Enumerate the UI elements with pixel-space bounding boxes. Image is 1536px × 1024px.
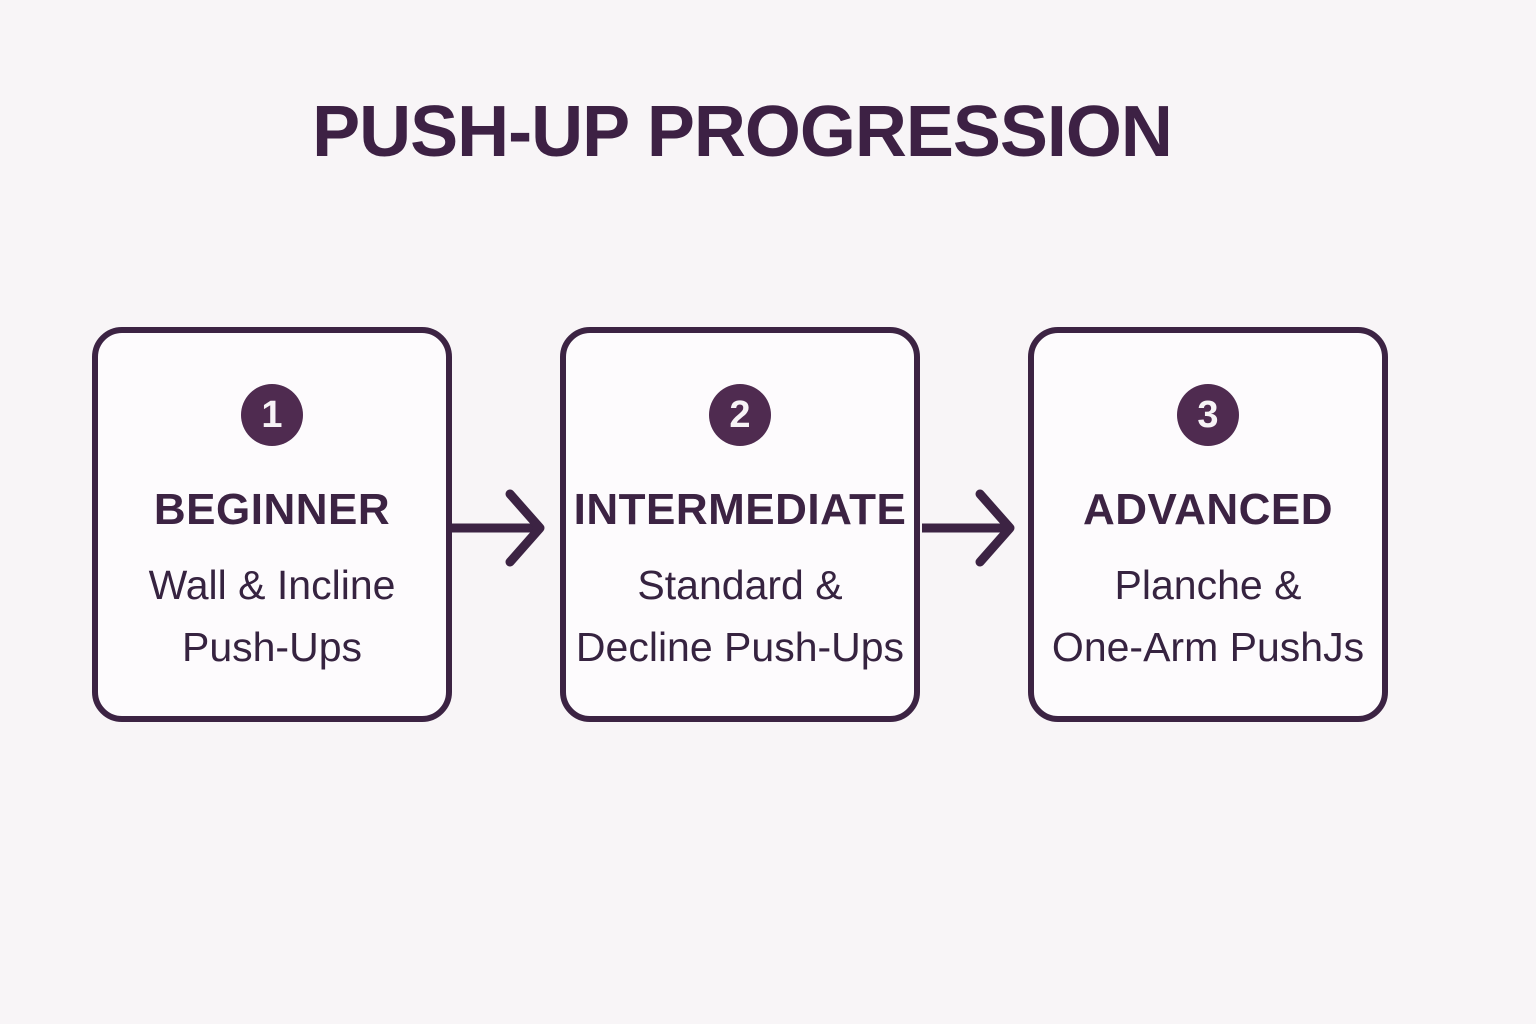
step-description-line: Push-Ups: [181, 624, 362, 670]
step-description-line: Planche &: [1114, 562, 1302, 608]
step-number-badge: 3: [1177, 384, 1239, 446]
step-description-line: Decline Push-Ups: [575, 624, 905, 670]
step-number: 3: [1197, 394, 1219, 436]
arrow-right-icon: [922, 489, 1015, 567]
step-description-line: Wall & Incline: [148, 562, 396, 608]
step-description: Wall & Incline Push-Ups: [149, 554, 396, 678]
step-description: Planche & One-Arm PushJs: [1052, 554, 1364, 678]
step-number-badge: 1: [241, 384, 303, 446]
step-level-title: INTERMEDIATE: [573, 485, 907, 534]
step-number-badge: 2: [709, 384, 771, 446]
step-level-title: BEGINNER: [153, 485, 391, 534]
step-description-line: One-Arm PushJs: [1051, 624, 1365, 670]
arrow-right-icon: [452, 489, 545, 567]
step-description: Standard & Decline Push-Ups: [576, 554, 904, 678]
step-card-intermediate: 2 INTERMEDIATE Standard & Decline Push-U…: [560, 327, 920, 722]
step-description-line: Standard &: [637, 562, 843, 608]
step-number: 2: [729, 394, 751, 436]
step-number: 1: [261, 394, 283, 436]
step-card-beginner: 1 BEGINNER Wall & Incline Push-Ups: [92, 327, 452, 722]
step-level-title: ADVANCED: [1082, 485, 1334, 534]
page-title: PUSH-UP PROGRESSION: [312, 92, 1173, 172]
step-card-advanced: 3 ADVANCED Planche & One-Arm PushJs: [1028, 327, 1388, 722]
